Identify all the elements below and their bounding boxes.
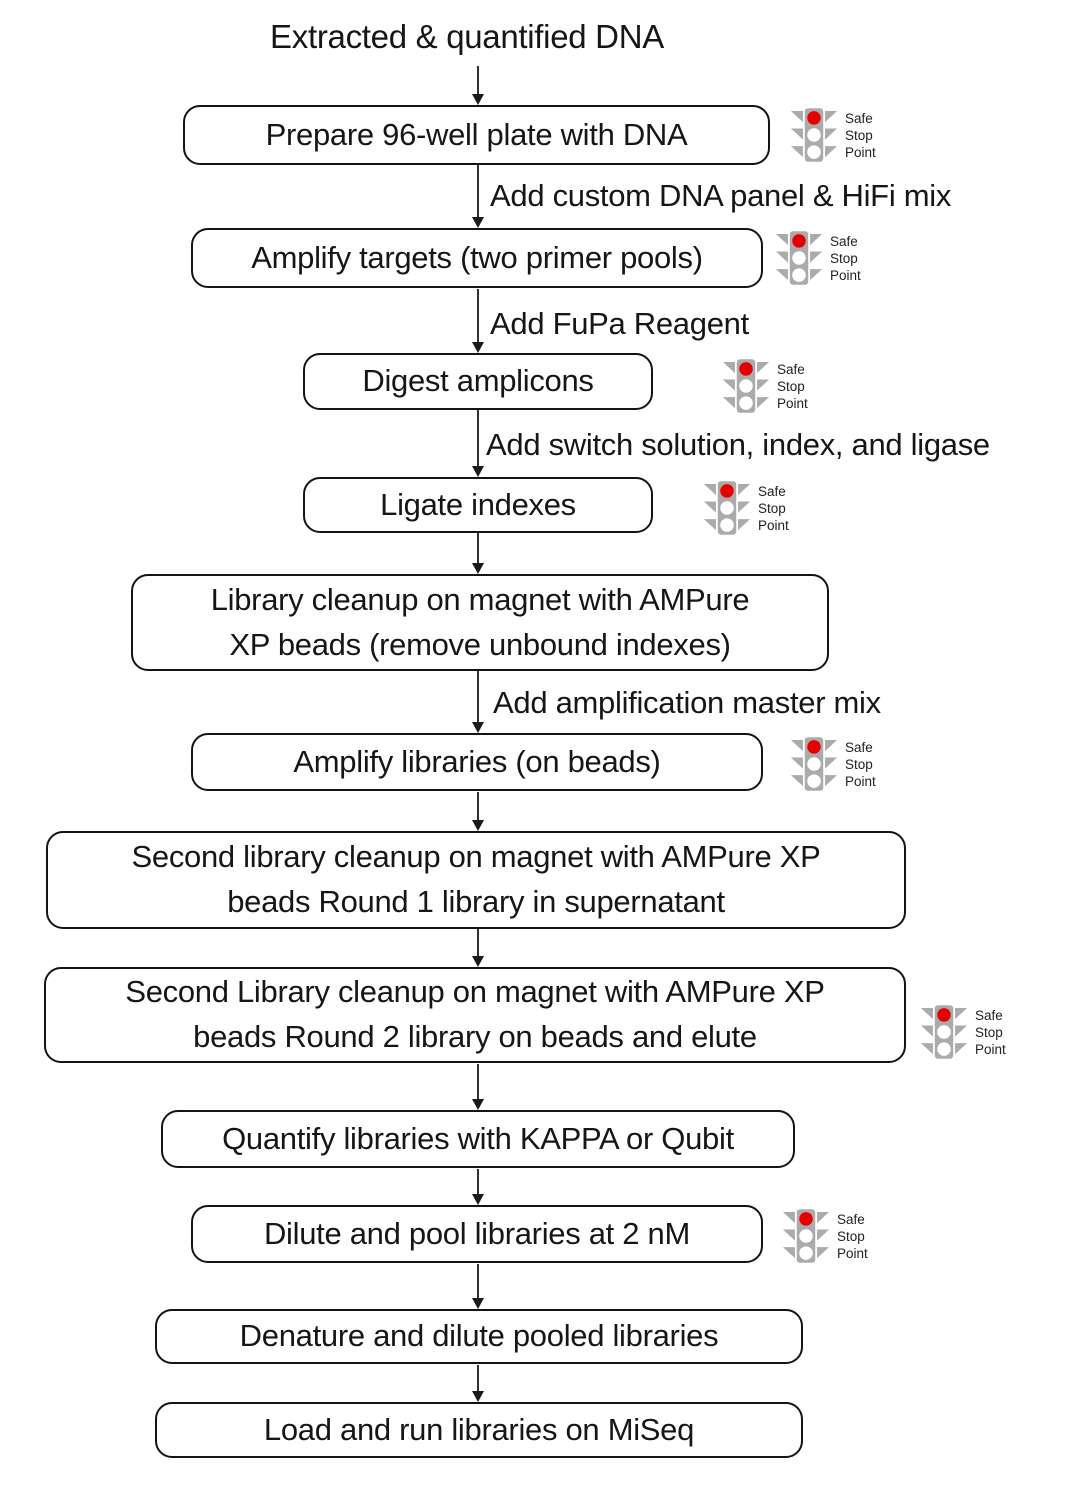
flow-arrow — [472, 1064, 484, 1110]
node-quantify-libraries: Quantify libraries with KAPPA or Qubit — [161, 1110, 795, 1168]
edge-label-add-master-mix: Add amplification master mix — [493, 685, 881, 720]
edge-label-add-fupa: Add FuPa Reagent — [490, 306, 749, 341]
safe-stop-line: Point — [830, 267, 861, 283]
traffic-light-icon — [782, 1209, 830, 1263]
node-load-run-miseq: Load and run libraries on MiSeq — [155, 1402, 803, 1458]
edge-label-add-switch-ligase: Add switch solution, index, and ligase — [486, 427, 990, 462]
node-second-cleanup-round-1: Second library cleanup on magnet with AM… — [46, 831, 906, 929]
safe-stop-point-label: Safe Stop Point — [975, 1007, 1006, 1058]
flow-arrow — [472, 1264, 484, 1309]
traffic-light-icon — [703, 481, 751, 535]
safe-stop-line: Stop — [830, 250, 858, 266]
node-second-cleanup-round-2: Second Library cleanup on magnet with AM… — [44, 967, 906, 1063]
node-library-cleanup: Library cleanup on magnet with AMPure XP… — [131, 574, 829, 671]
safe-stop-line: Safe — [758, 483, 786, 499]
node-amplify-libraries: Amplify libraries (on beads) — [191, 733, 763, 791]
traffic-light-icon — [920, 1005, 968, 1059]
traffic-light-icon — [775, 231, 823, 285]
node-digest-amplicons: Digest amplicons — [303, 353, 653, 410]
flow-arrow — [472, 1365, 484, 1402]
node-dilute-pool-libraries: Dilute and pool libraries at 2 nM — [191, 1205, 763, 1263]
flow-arrow — [472, 671, 484, 733]
safe-stop-point-label: Safe Stop Point — [845, 110, 876, 161]
safe-stop-point-label: Safe Stop Point — [777, 361, 808, 412]
safe-stop-point-label: Safe Stop Point — [758, 483, 789, 534]
safe-stop-line: Point — [837, 1245, 868, 1261]
traffic-light-icon — [790, 108, 838, 162]
safe-stop-point-label: Safe Stop Point — [845, 739, 876, 790]
node-prepare-96-well-plate: Prepare 96-well plate with DNA — [183, 105, 770, 165]
node-amplify-targets: Amplify targets (two primer pools) — [191, 228, 763, 288]
flow-arrow — [472, 792, 484, 831]
safe-stop-line: Stop — [845, 127, 873, 143]
flow-arrow — [472, 66, 484, 105]
safe-stop-line: Stop — [975, 1024, 1003, 1040]
safe-stop-point-badge: Safe Stop Point — [790, 107, 876, 163]
safe-stop-line: Safe — [837, 1211, 865, 1227]
safe-stop-point-badge: Safe Stop Point — [920, 1004, 1006, 1060]
safe-stop-line: Point — [975, 1041, 1006, 1057]
flowchart-start-label: Extracted & quantified DNA — [270, 18, 664, 55]
flow-arrow — [472, 1169, 484, 1205]
traffic-light-icon — [790, 737, 838, 791]
safe-stop-line: Safe — [975, 1007, 1003, 1023]
node-denature-dilute: Denature and dilute pooled libraries — [155, 1309, 803, 1364]
safe-stop-line: Point — [758, 517, 789, 533]
safe-stop-line: Safe — [777, 361, 805, 377]
flow-arrow — [472, 289, 484, 353]
safe-stop-line: Point — [777, 395, 808, 411]
flow-arrow — [472, 410, 484, 477]
edge-label-add-panel-hifi: Add custom DNA panel & HiFi mix — [490, 178, 952, 213]
safe-stop-point-badge: Safe Stop Point — [782, 1208, 868, 1264]
safe-stop-line: Point — [845, 144, 876, 160]
safe-stop-line: Stop — [845, 756, 873, 772]
safe-stop-point-badge: Safe Stop Point — [790, 736, 876, 792]
safe-stop-line: Stop — [777, 378, 805, 394]
flow-arrow — [472, 533, 484, 574]
safe-stop-line: Safe — [845, 110, 873, 126]
safe-stop-point-badge: Safe Stop Point — [722, 358, 808, 414]
safe-stop-line: Point — [845, 773, 876, 789]
node-ligate-indexes: Ligate indexes — [303, 477, 653, 533]
safe-stop-line: Safe — [830, 233, 858, 249]
safe-stop-point-label: Safe Stop Point — [830, 233, 861, 284]
flow-arrow — [472, 165, 484, 228]
safe-stop-point-label: Safe Stop Point — [837, 1211, 868, 1262]
flow-arrow — [472, 929, 484, 967]
safe-stop-line: Stop — [758, 500, 786, 516]
safe-stop-point-badge: Safe Stop Point — [775, 230, 861, 286]
safe-stop-line: Stop — [837, 1228, 865, 1244]
safe-stop-line: Safe — [845, 739, 873, 755]
traffic-light-icon — [722, 359, 770, 413]
safe-stop-point-badge: Safe Stop Point — [703, 480, 789, 536]
